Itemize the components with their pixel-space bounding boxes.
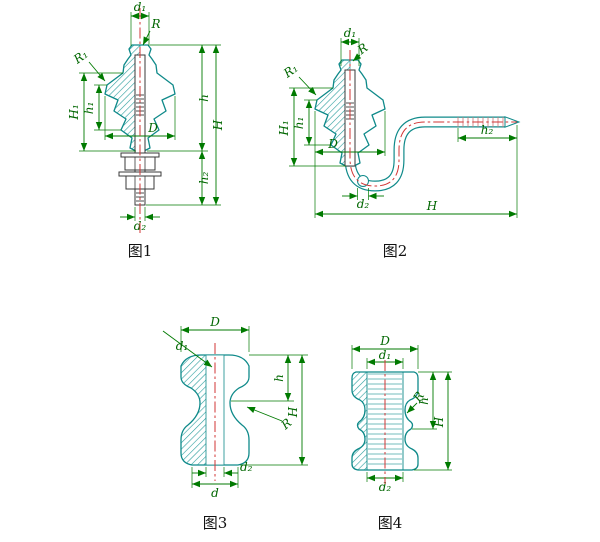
fig2-bend-circle bbox=[357, 175, 369, 187]
fig1-dim-R: R bbox=[142, 17, 161, 46]
fig1-dim-R1: R₁ bbox=[70, 47, 106, 82]
fig1-label-R1: R₁ bbox=[70, 47, 90, 67]
fig4-label-d2: d₂ bbox=[379, 480, 392, 494]
fig2-dim-H1: H₁ bbox=[277, 87, 346, 167]
fig1-label-H1: H₁ bbox=[67, 104, 81, 120]
fig2-dim-d1: d₁ bbox=[340, 26, 360, 66]
figure-2-caption: 图2 bbox=[383, 242, 408, 260]
fig3-dim-d: d bbox=[191, 467, 239, 500]
fig2-label-R1: R₁ bbox=[280, 61, 300, 81]
fig3-label-R: R bbox=[278, 416, 295, 433]
fig3-label-D: D bbox=[209, 315, 220, 329]
fig3-dim-h-H: h H bbox=[231, 354, 308, 466]
fig2-dim-h2: h₂ bbox=[457, 123, 518, 218]
fig2-label-D: D bbox=[327, 137, 338, 151]
fig4-dim-h-H: h H bbox=[412, 371, 452, 471]
fig1-label-R: R bbox=[150, 17, 160, 31]
fig3-dim-d2: d₂ bbox=[192, 460, 253, 477]
fig2-label-H1: H₁ bbox=[277, 120, 291, 136]
fig1-dim-D: D bbox=[104, 96, 176, 140]
fig4-section-hatch bbox=[351, 371, 367, 471]
fig3-label-d: d bbox=[211, 486, 219, 500]
fig1-label-h2: h₂ bbox=[197, 172, 211, 185]
fig2-centerline bbox=[349, 50, 517, 187]
fig1-label-h: h bbox=[197, 94, 211, 102]
fig2-label-H: H bbox=[426, 199, 438, 213]
fig2-label-d1: d₁ bbox=[344, 26, 357, 40]
fig4-label-D: D bbox=[379, 334, 390, 348]
fig3-label-h: h bbox=[272, 374, 286, 382]
figure-3-group: D d₁ h H R d₂ d bbox=[162, 315, 308, 532]
fig3-label-H: H bbox=[286, 406, 300, 418]
figure-2-group: d₁ R R₁ h₁ H₁ D bbox=[277, 26, 521, 260]
fig3-dim-d1: d₁ bbox=[162, 330, 213, 368]
fig1-label-d1: d₁ bbox=[134, 0, 147, 14]
fig1-label-H: H bbox=[211, 119, 225, 131]
fig4-label-H: H bbox=[432, 416, 446, 428]
fig4-dim-D: D bbox=[351, 334, 419, 369]
figure-3-caption: 图3 bbox=[203, 514, 228, 532]
figure-4-caption: 图4 bbox=[378, 514, 403, 532]
fig2-label-h2: h₂ bbox=[481, 123, 494, 137]
fig3-label-d1: d₁ bbox=[176, 339, 189, 353]
fig2-label-d2: d₂ bbox=[357, 197, 370, 211]
fig2-dim-R: R bbox=[352, 40, 370, 62]
fig1-dim-H1: H₁ bbox=[67, 72, 136, 152]
figure-1-group: d₁ R R₁ h₁ H₁ D bbox=[67, 0, 225, 260]
fig2-dim-H: H bbox=[315, 199, 517, 218]
figure-1-caption: 图1 bbox=[128, 242, 153, 260]
fig3-dim-D: D bbox=[180, 315, 250, 352]
fig1-dim-h-H-h2: h h₂ H bbox=[146, 44, 225, 206]
fig2-label-R: R bbox=[354, 40, 370, 57]
fig2-dim-d2: d₂ bbox=[342, 188, 384, 211]
figure-4-group: D d₁ R h H d₂ 图4 bbox=[351, 334, 452, 532]
fig1-label-D: D bbox=[147, 121, 158, 135]
fig2-dim-R1: R₁ bbox=[280, 61, 317, 96]
fig4-label-d1: d₁ bbox=[379, 348, 392, 362]
fig4-label-h: h bbox=[417, 397, 431, 405]
fig3-label-d2: d₂ bbox=[240, 460, 253, 474]
